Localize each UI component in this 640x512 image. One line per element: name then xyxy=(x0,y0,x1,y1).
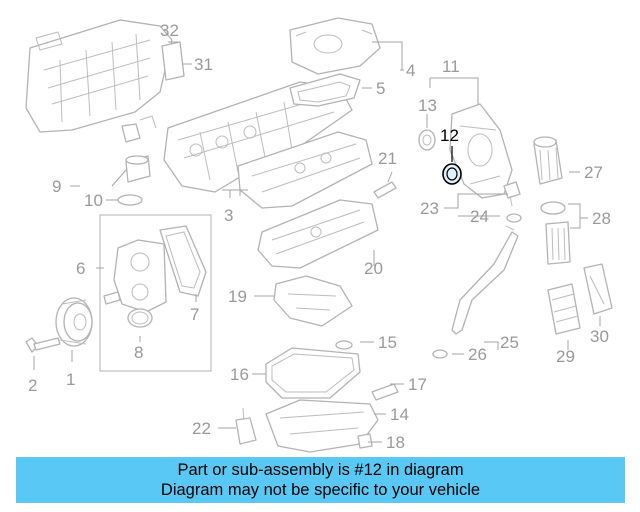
manifold-gasket xyxy=(161,41,185,81)
callout-26: 26 xyxy=(468,345,487,364)
callout-13: 13 xyxy=(418,96,437,115)
seal-12-highlighted xyxy=(442,146,462,185)
callout-7: 7 xyxy=(190,305,199,324)
upper-oil-pan xyxy=(257,199,379,269)
callout-23: 23 xyxy=(420,199,439,218)
valve-cover xyxy=(237,131,373,209)
callout-5: 5 xyxy=(376,79,385,98)
callout-19: 19 xyxy=(228,287,247,306)
sensor-21 xyxy=(373,181,397,199)
callout-11: 11 xyxy=(442,57,460,76)
callout-3: 3 xyxy=(224,206,233,225)
inset-box xyxy=(99,214,212,372)
oil-cooler xyxy=(547,283,581,335)
callout-18: 18 xyxy=(386,433,405,452)
baffle-19 xyxy=(273,275,353,327)
callout-21: 21 xyxy=(378,149,397,168)
crank-pulley xyxy=(55,297,93,347)
timing-cover-upper xyxy=(289,17,381,75)
callout-1: 1 xyxy=(66,370,75,389)
banner-line-1: Part or sub-assembly is #12 in diagram xyxy=(177,461,464,479)
callout-12-highlighted: 12 xyxy=(440,126,459,145)
oil-filter xyxy=(540,201,571,265)
callout-32: 32 xyxy=(160,21,179,40)
callout-2: 2 xyxy=(28,376,37,395)
callout-10: 10 xyxy=(84,191,103,210)
callout-25: 25 xyxy=(500,333,519,352)
callouts: 1 2 3 4 5 6 7 8 9 10 11 12 13 14 15 16 1… xyxy=(28,21,611,452)
oil-pan-gasket xyxy=(265,347,361,399)
timing-cover-gasket xyxy=(289,73,361,107)
oring-10 xyxy=(117,194,143,206)
callout-14: 14 xyxy=(390,405,409,424)
banner-line-2: Diagram may not be specific to your vehi… xyxy=(160,481,481,499)
washer-24 xyxy=(506,213,522,223)
callout-16: 16 xyxy=(230,365,249,384)
bolt-2 xyxy=(25,337,61,353)
dipstick-tube xyxy=(451,225,519,335)
callout-8: 8 xyxy=(134,343,143,362)
cover-30 xyxy=(583,263,613,315)
callout-27: 27 xyxy=(584,163,603,182)
info-banner: Part or sub-assembly is #12 in diagram D… xyxy=(16,457,625,503)
callout-28: 28 xyxy=(592,209,611,228)
callout-30: 30 xyxy=(590,327,609,346)
callout-15: 15 xyxy=(378,333,397,352)
callout-29: 29 xyxy=(556,347,575,366)
sensor-22 xyxy=(235,407,257,445)
callout-20: 20 xyxy=(364,259,383,278)
callout-4: 4 xyxy=(406,61,415,80)
cap-9 xyxy=(125,155,151,183)
intake-manifold xyxy=(25,19,173,143)
callout-22: 22 xyxy=(192,419,211,438)
leader-lines xyxy=(33,41,601,443)
oring-26 xyxy=(432,349,448,359)
lower-oil-pan xyxy=(265,399,379,453)
timing-cover-front xyxy=(449,103,513,199)
plug-13 xyxy=(418,129,436,151)
callout-9: 9 xyxy=(52,177,61,196)
drain-plug-18 xyxy=(357,433,373,449)
callout-24: 24 xyxy=(470,207,489,226)
washer-15 xyxy=(335,340,353,350)
callout-17: 17 xyxy=(408,375,427,394)
callout-6: 6 xyxy=(76,259,85,278)
sensor-17 xyxy=(371,383,399,401)
oil-filter-housing xyxy=(533,136,563,185)
callout-31: 31 xyxy=(194,55,213,74)
